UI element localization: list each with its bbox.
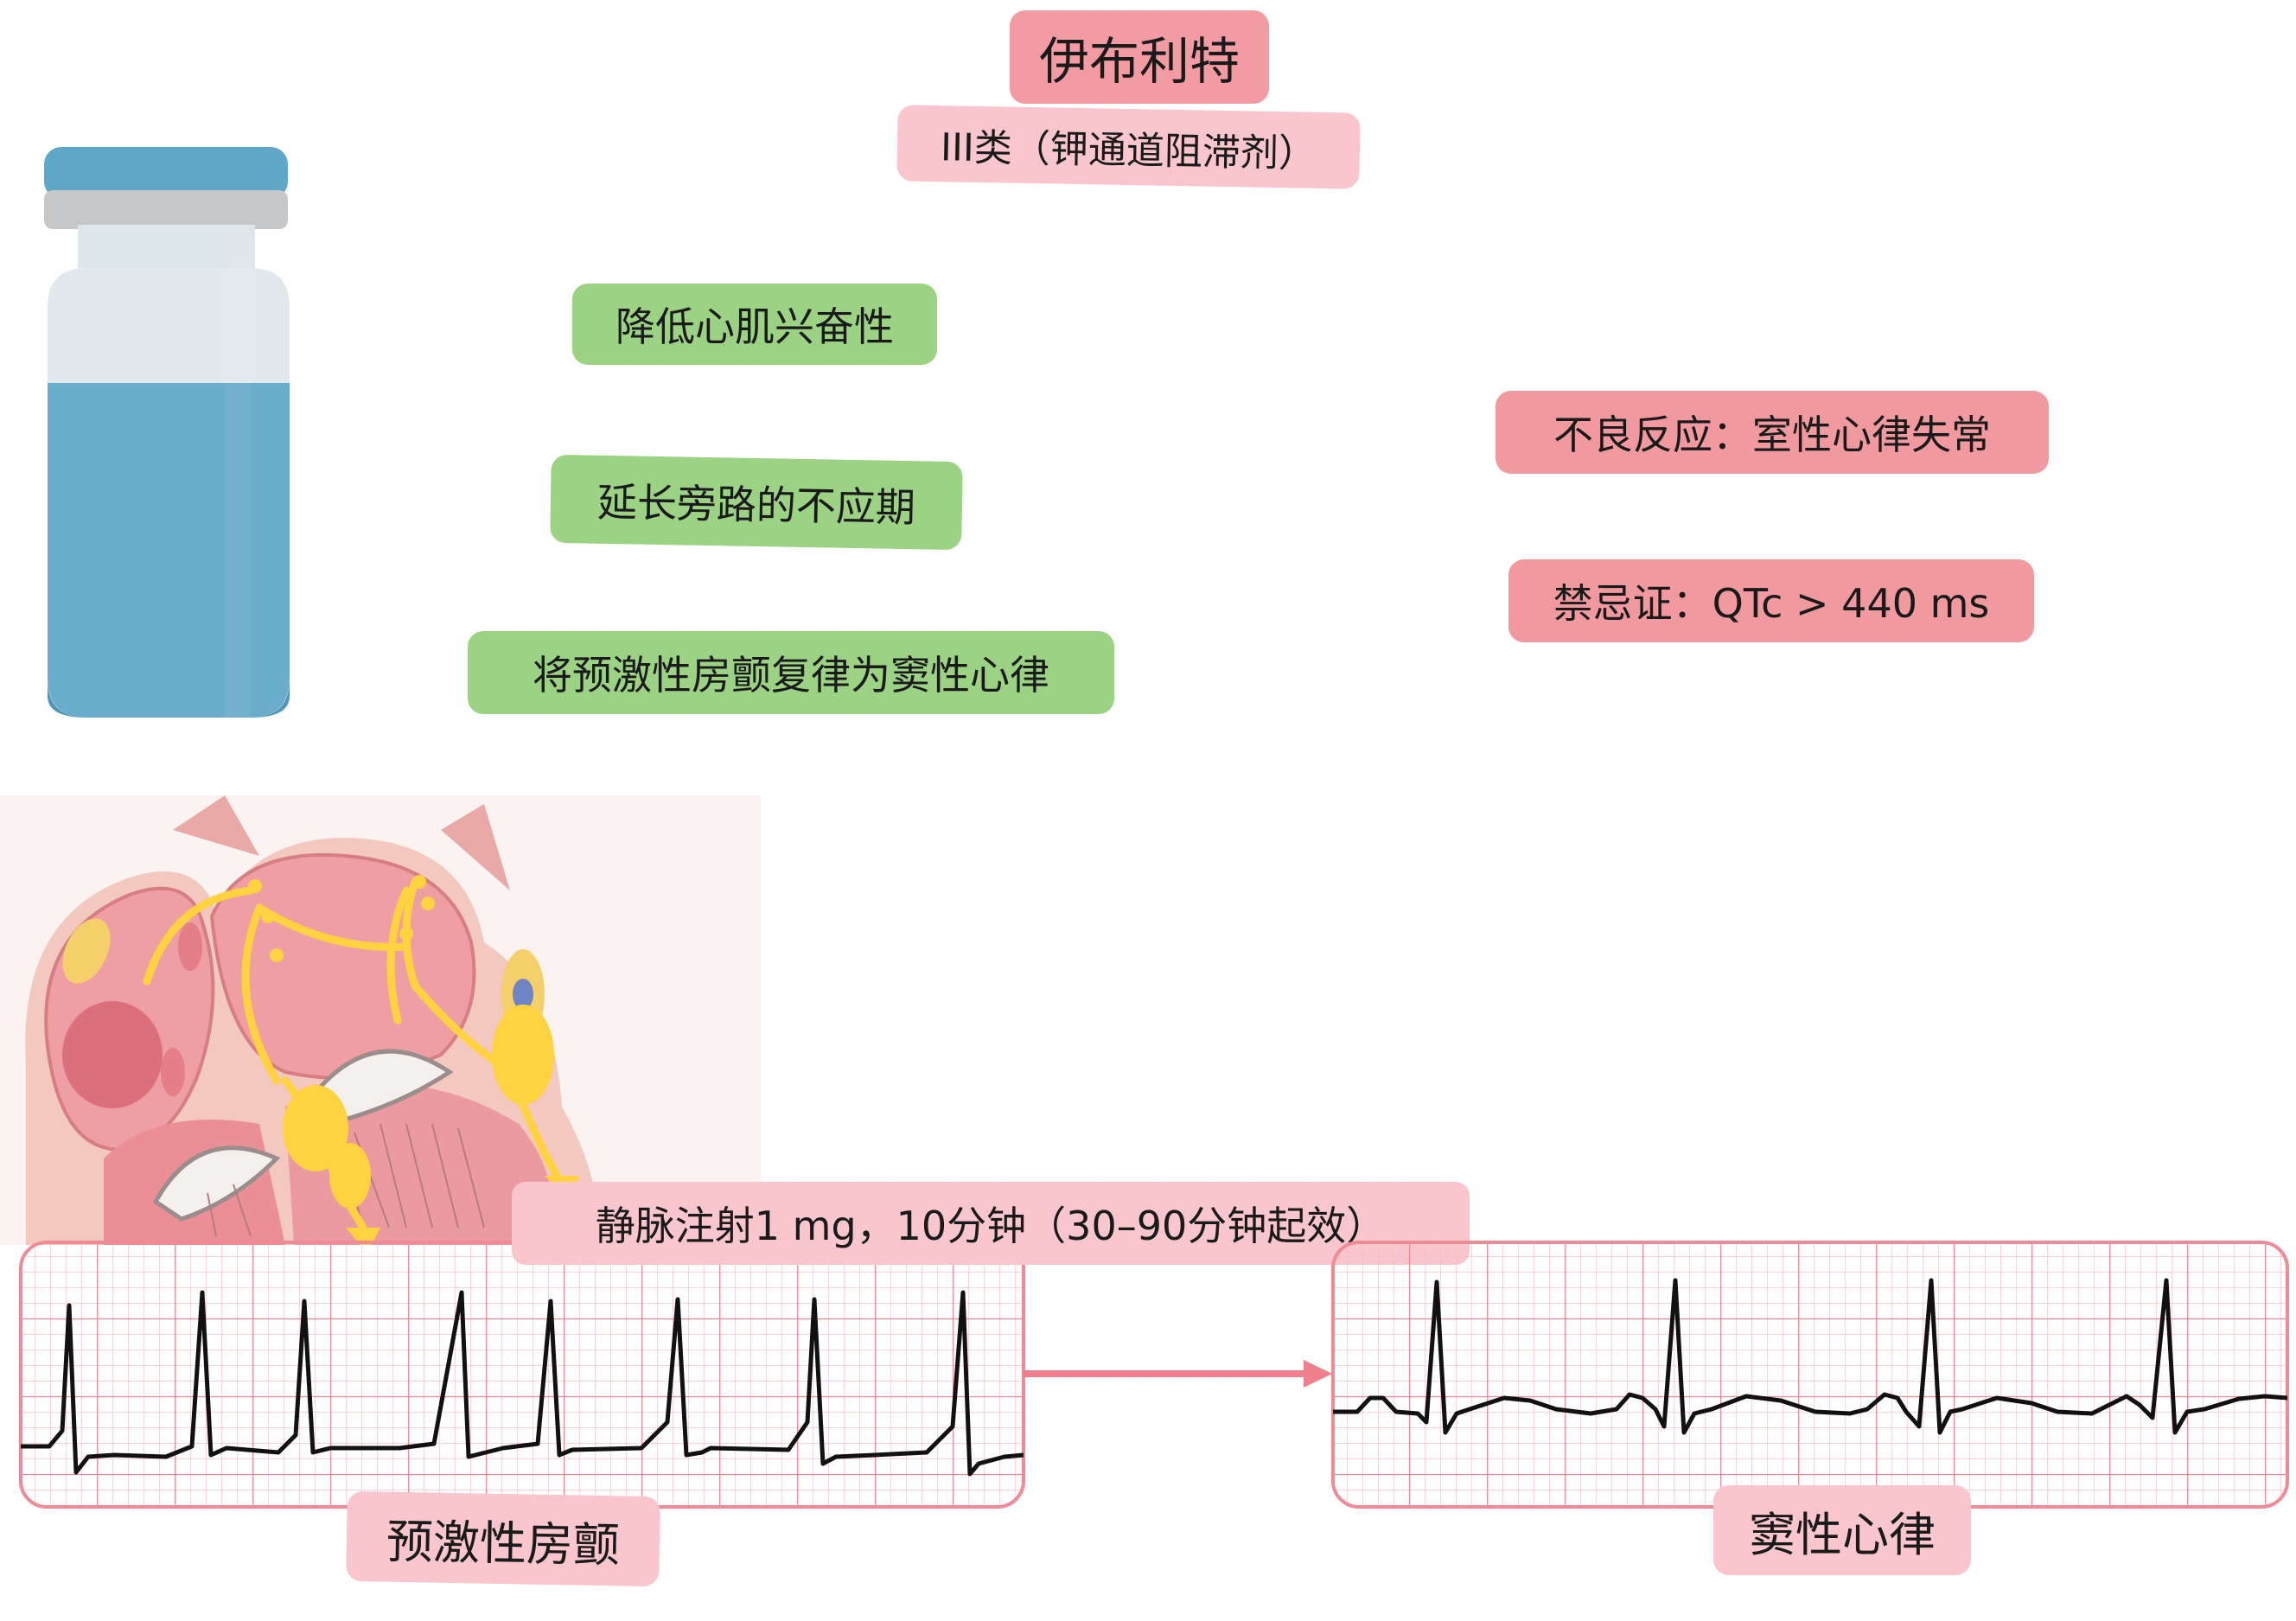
drug-class-label: III类（钾通道阻滞剂） [896,105,1361,189]
adverse-effect-label: 不良反应：室性心律失常 [1496,391,2049,474]
effect-cardioversion: 将预激性房颤复律为窦性心律 [468,631,1114,714]
heart-conduction-icon [0,795,761,1245]
effect-reduce-excitability: 降低心肌兴奋性 [572,284,937,365]
ecg-before-label: 预激性房颤 [346,1490,660,1587]
ecg-after-label: 窦性心律 [1713,1485,1971,1575]
drug-title: 伊布利特 [1010,10,1269,104]
dosing-label: 静脉注射1 mg，10分钟（30–90分钟起效） [512,1182,1470,1265]
arrow-right-icon [1023,1360,1332,1388]
ecg-strip-sinus-rhythm [1331,1241,2289,1509]
effect-prolong-refractory: 延长旁路的不应期 [550,454,963,551]
vial-icon [44,147,290,718]
contraindication-label: 禁忌证：QTc > 440 ms [1508,559,2034,642]
ecg-strip-preexcited-af [19,1241,1025,1509]
